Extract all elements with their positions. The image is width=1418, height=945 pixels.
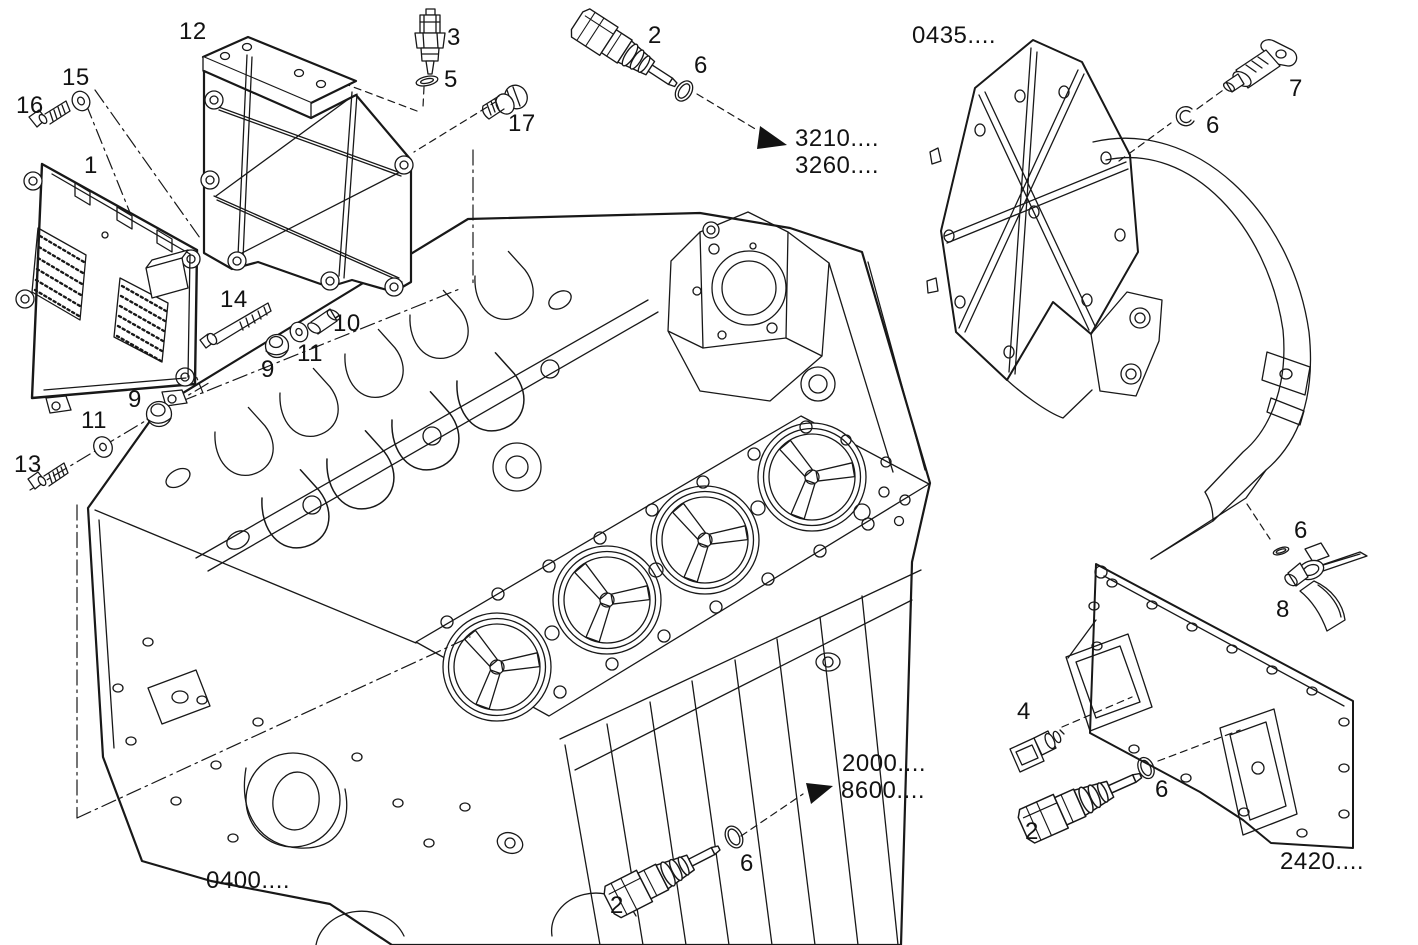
part-2-sensor-bottom xyxy=(600,831,728,921)
part-0435-flywheel-plate xyxy=(926,39,1163,419)
washer-15 xyxy=(71,90,91,112)
part-2-sensor-top xyxy=(567,5,686,100)
grommet-9-left xyxy=(145,400,173,428)
o-ring-6-right-top xyxy=(1175,106,1195,127)
deck-holes xyxy=(440,420,911,699)
part-4-sensor xyxy=(1009,729,1065,773)
part-2-sensor-right xyxy=(1014,758,1149,846)
part-1-ecu xyxy=(15,162,201,414)
part-3-sensor xyxy=(414,8,446,75)
block-front-face xyxy=(667,211,836,402)
part-7-sensor xyxy=(1222,39,1298,93)
axis-bolt16-bracket xyxy=(94,89,201,239)
bolt-16 xyxy=(28,100,71,128)
o-ring-6-bottom xyxy=(724,825,744,849)
bolt-13 xyxy=(27,462,69,490)
bell-housing-outline xyxy=(1092,137,1312,560)
seal-5 xyxy=(415,75,439,87)
engine-block-drawing xyxy=(86,211,932,945)
o-ring-6-bottom-right xyxy=(1137,756,1155,780)
washer-11-left xyxy=(93,436,113,458)
part-8-sensor xyxy=(1284,542,1368,632)
ref-arrows xyxy=(757,126,833,804)
part-2420-rear-cover xyxy=(1065,563,1354,849)
part-12-bracket xyxy=(200,35,414,297)
ref-arrow-icon xyxy=(757,126,787,149)
spacer-pin-10 xyxy=(307,308,341,335)
washer-11-right xyxy=(289,321,309,343)
bolt-17 xyxy=(481,84,528,120)
o-ring-6-top xyxy=(674,80,694,102)
cylinder-bores xyxy=(442,422,867,722)
ref-arrow-icon xyxy=(806,783,833,804)
o-ring-6-part8 xyxy=(1272,546,1290,556)
valley-ports xyxy=(165,247,659,572)
block-skirt-ribs xyxy=(564,595,899,945)
bolt-14 xyxy=(199,302,272,349)
block-front-cover-face xyxy=(112,637,637,945)
grommet-9-right xyxy=(264,333,290,359)
